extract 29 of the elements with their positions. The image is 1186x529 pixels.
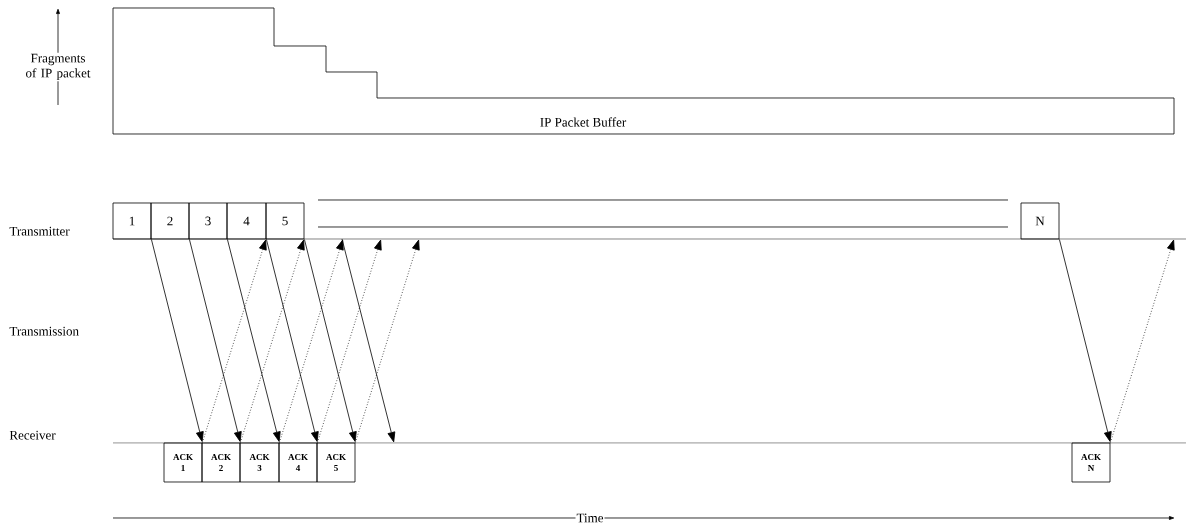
ack-box: ACK N bbox=[1071, 442, 1111, 483]
arrow bbox=[1110, 239, 1175, 443]
axis-label: Time bbox=[575, 512, 605, 524]
ack-box: ACK 4 bbox=[278, 442, 318, 483]
ack-box: ACK 2 bbox=[201, 442, 241, 483]
ack-box: ACK 5 bbox=[316, 442, 356, 483]
arrow bbox=[151, 239, 204, 442]
arrow bbox=[304, 239, 357, 442]
packet-box: 5 bbox=[265, 202, 305, 240]
packet-box: 1 bbox=[112, 202, 152, 240]
arrow bbox=[317, 239, 382, 443]
arrow bbox=[279, 239, 344, 443]
arrow bbox=[1059, 239, 1112, 442]
ack-box: ACK 3 bbox=[239, 442, 280, 483]
packet-box: N bbox=[1020, 202, 1060, 240]
arrow bbox=[266, 239, 319, 442]
axis-label: Fragments of IP packet bbox=[22, 52, 94, 82]
row-label: Transmission bbox=[9, 326, 79, 336]
arrow bbox=[202, 239, 267, 443]
arrow bbox=[355, 239, 420, 443]
packet-box: 2 bbox=[150, 202, 190, 240]
row-label: Transmitter bbox=[9, 226, 70, 236]
row-label: Receiver bbox=[9, 430, 56, 440]
arrow bbox=[189, 239, 242, 442]
ack-box: ACK 1 bbox=[163, 442, 203, 483]
arrow bbox=[227, 239, 281, 442]
packet-box: 3 bbox=[188, 202, 228, 240]
packet-box: 4 bbox=[226, 202, 267, 240]
arrow bbox=[240, 239, 305, 443]
